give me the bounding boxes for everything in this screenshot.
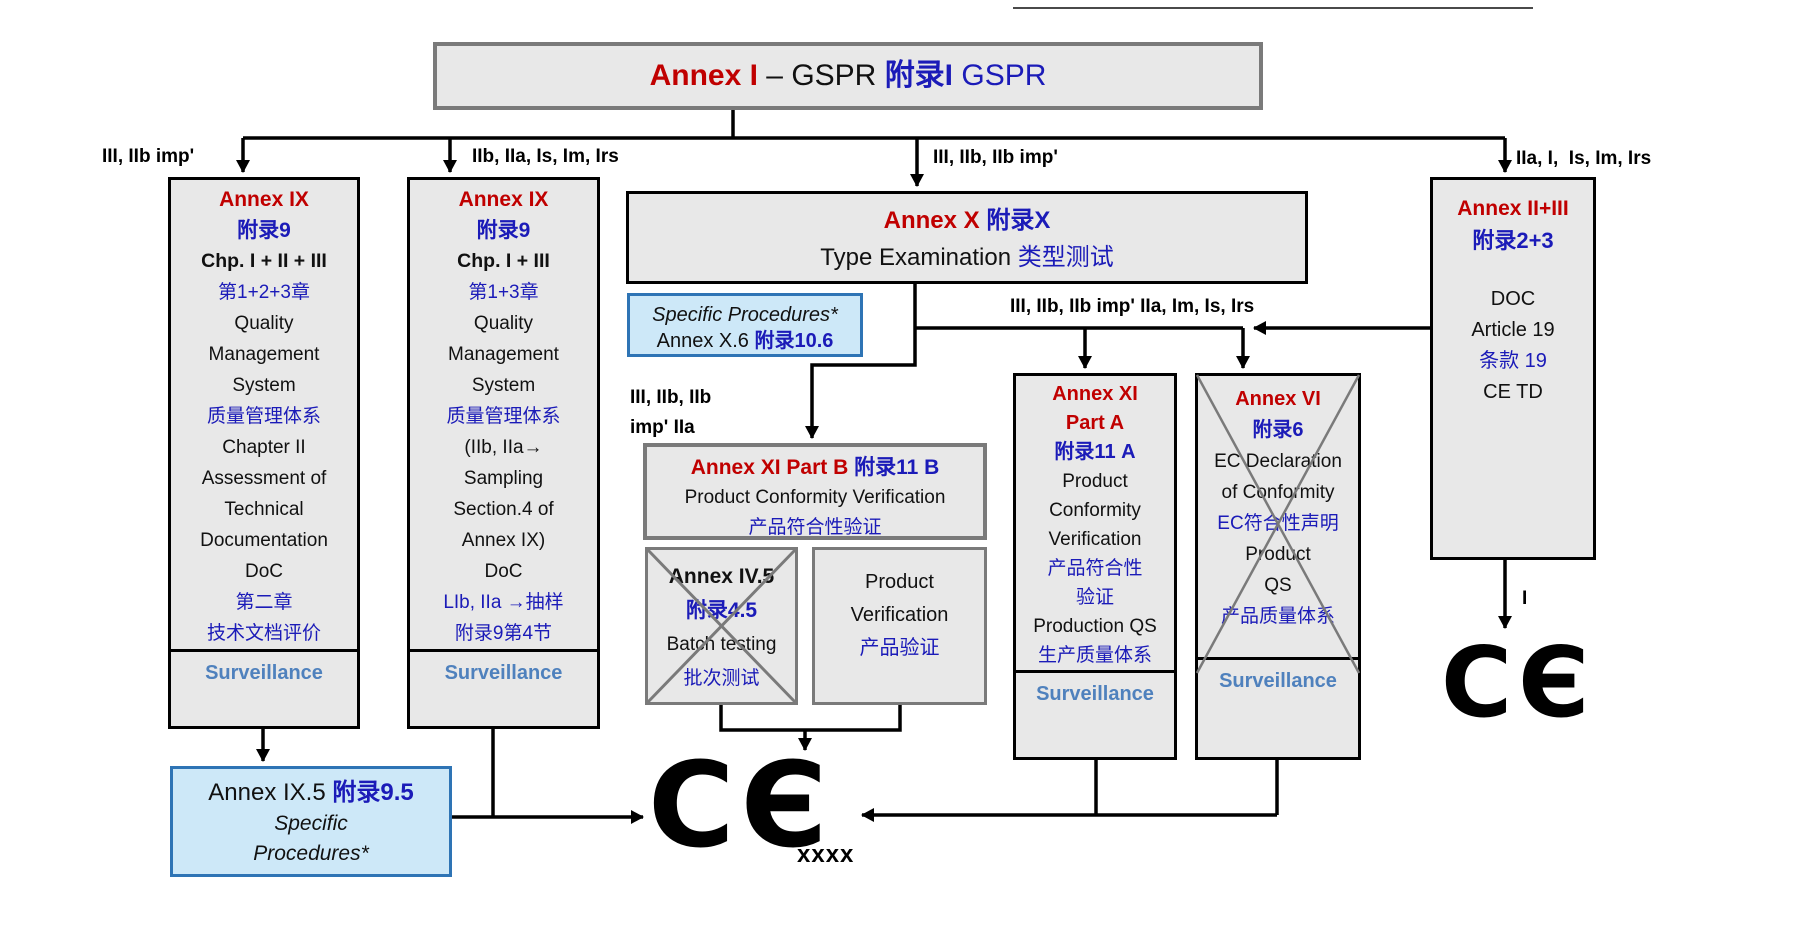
- annex-ix5-ref-zh: 附录9.5: [332, 779, 414, 806]
- annex-ix5-box: Annex IX.5 附录9.5 Specific Procedures*: [170, 766, 452, 877]
- annex-i-gspr-title-box: Annex I – GSPR 附录I GSPR: [433, 42, 1263, 110]
- title-gspr-zh: GSPR: [953, 59, 1047, 92]
- annex-xi-a-body: Product Conformity Verification: [1048, 471, 1142, 550]
- annex-x6-ref: Annex X.6: [656, 330, 755, 352]
- annex-ix-full-qms-zh: 质量管理体系: [206, 406, 321, 427]
- annex-ix-partial-qms: Quality Management System: [448, 313, 559, 396]
- annex-xi-a-title-zh: 附录11 A: [1054, 441, 1136, 463]
- annex-x-title: Annex X: [883, 207, 987, 234]
- notified-body-number: xxxx: [797, 841, 855, 868]
- annex-vi-ec-declaration-zh: EC符合性声明: [1217, 513, 1339, 534]
- annex-ii-iii-title-zh: 附录2+3: [1472, 228, 1554, 253]
- annex-ix-partial-chapters-zh: 第1+3章: [468, 282, 539, 303]
- annex-ix-full-title-zh: 附录9: [237, 219, 291, 242]
- annex-ii-iii-doc-article: DOC Article 19: [1471, 288, 1555, 341]
- annex-ii-iii-title: Annex II+III: [1457, 197, 1569, 220]
- annex-ix5-specific-procedures: Specific Procedures*: [253, 812, 369, 865]
- annex-ix-full-surveillance: Surveillance: [205, 662, 323, 684]
- annex-xi-part-a-box: Annex XI Part A 附录11 A Product Conformit…: [1013, 373, 1177, 760]
- annex-x-subtitle-zh: 类型测试: [1017, 244, 1114, 271]
- annex-ii-iii-box: Annex II+III 附录2+3 DOC Article 19 条款 19 …: [1430, 177, 1596, 560]
- annex-xi-b-title-zh: 附录11 B: [854, 456, 940, 479]
- branch-label-iib-iia-is-im-irs: IIb, IIa, Is, Im, Irs: [472, 146, 619, 167]
- annex-x-title-zh: 附录X: [986, 207, 1051, 234]
- annex-vi-title-zh: 附录6: [1252, 419, 1304, 441]
- annex-vi-product-qs-zh: 产品质量体系: [1220, 606, 1335, 627]
- product-verification-label: Product Verification: [850, 571, 949, 626]
- product-verification-label-zh: 产品验证: [859, 637, 940, 659]
- annex-ix-partial-box: Annex IX 附录9 Chp. I + III 第1+3章 Quality …: [407, 177, 600, 729]
- product-verification-box: Product Verification 产品验证: [812, 547, 987, 705]
- annex-ix-partial-body-zh: LIb, IIa →抽样 附录9第4节: [443, 592, 564, 644]
- annex-vi-product-qs: Product QS: [1245, 544, 1311, 596]
- specific-procedures-x6-box: Specific Procedures* Annex X.6 附录10.6: [627, 293, 863, 357]
- annex-ix-full-title: Annex IX: [219, 188, 309, 211]
- ce-mark-notified-body: CЄ: [648, 736, 834, 874]
- title-gspr: – GSPR: [757, 59, 885, 92]
- annex-iv5-batch-testing-zh: 批次测试: [683, 668, 760, 689]
- annex-xi-a-production-qs-zh: 生产质量体系: [1037, 645, 1152, 666]
- annex-ix-partial-title: Annex IX: [458, 188, 549, 211]
- annex-vi-box: Annex VI 附录6 EC Declaration of Conformit…: [1195, 373, 1361, 760]
- annex-ix-full-box: Annex IX 附录9 Chp. I + II + III 第1+2+3章 Q…: [168, 177, 360, 729]
- specific-procedures-x6-line1: Specific Procedures*: [652, 304, 838, 326]
- annex-ix-partial-qms-zh: 质量管理体系: [446, 406, 561, 427]
- annex-xi-a-production-qs: Production QS: [1033, 616, 1157, 637]
- title-annex-i: Annex I: [649, 59, 758, 92]
- annex-ix-full-qms: Quality Management System: [208, 313, 320, 396]
- annex-x-subtitle: Type Examination: [820, 244, 1018, 271]
- annex-ix-partial-surveillance: Surveillance: [444, 662, 563, 684]
- annex-ix-partial-title-zh: 附录9: [476, 219, 531, 242]
- annex-vi-title: Annex VI: [1235, 388, 1321, 410]
- branch-label-part-b: III, IIb, IIb imp' IIa: [630, 387, 712, 438]
- annex-iv5-batch-testing: Batch testing: [666, 634, 777, 655]
- annex-iv5-title-zh: 附录4.5: [685, 599, 758, 622]
- annex-ix-full-body-zh: 第二章 技术文档评价: [206, 592, 321, 644]
- annex-ii-iii-article-zh: 条款 19: [1479, 350, 1547, 372]
- annex-ix-partial-body: (IIb, IIa→ Sampling Section.4 of Annex I…: [453, 437, 554, 582]
- annex-ix-full-body: Chapter II Assessment of Technical Docum…: [200, 437, 328, 582]
- annex-xi-part-b-box: Annex XI Part B 附录11 B Product Conformit…: [643, 443, 987, 540]
- annex-xi-a-title: Annex XI Part A: [1052, 383, 1138, 434]
- class-i-label: I: [1522, 588, 1528, 609]
- annex-xi-a-body-zh: 产品符合性 验证: [1047, 558, 1143, 608]
- ce-mark-class-i: CЄ: [1441, 626, 1596, 739]
- annex-xi-b-subtitle-zh: 产品符合性验证: [748, 517, 882, 538]
- title-annex-i-zh: 附录I: [884, 59, 954, 92]
- annex-iv5-title: Annex IV.5: [668, 565, 775, 588]
- annex-x-box: Annex X 附录X Type Examination 类型测试: [626, 191, 1308, 284]
- branch-label-annex-x: III, IIb, IIb imp': [933, 147, 1058, 168]
- annex-xi-b-title: Annex XI Part B: [690, 456, 855, 479]
- annex-ix-partial-chapters: Chp. I + III: [457, 250, 550, 272]
- annex-iv5-box: Annex IV.5 附录4.5 Batch testing 批次测试: [645, 547, 798, 705]
- annex-ii-iii-ce-td: CE TD: [1483, 381, 1543, 403]
- annex-ix5-ref: Annex IX.5: [208, 779, 333, 806]
- annex-xi-b-subtitle: Product Conformity Verification: [684, 487, 946, 508]
- annex-vi-ec-declaration: EC Declaration of Conformity: [1214, 451, 1342, 503]
- branch-label-below-annex-x: III, IIb, IIb imp' IIa, Im, Is, Irs: [1010, 296, 1255, 317]
- branch-label-iii-iib-imp: III, IIb imp': [102, 146, 195, 167]
- annex-ix-full-chapters-zh: 第1+2+3章: [218, 282, 310, 303]
- annex-x6-ref-zh: 附录10.6: [754, 330, 834, 352]
- branch-label-iia-i-is-im-irs: IIa, I, Is, Im, Irs: [1516, 148, 1652, 169]
- annex-xi-a-surveillance: Surveillance: [1036, 683, 1154, 705]
- annex-vi-surveillance: Surveillance: [1219, 670, 1337, 692]
- annex-ix-full-chapters: Chp. I + II + III: [201, 250, 327, 272]
